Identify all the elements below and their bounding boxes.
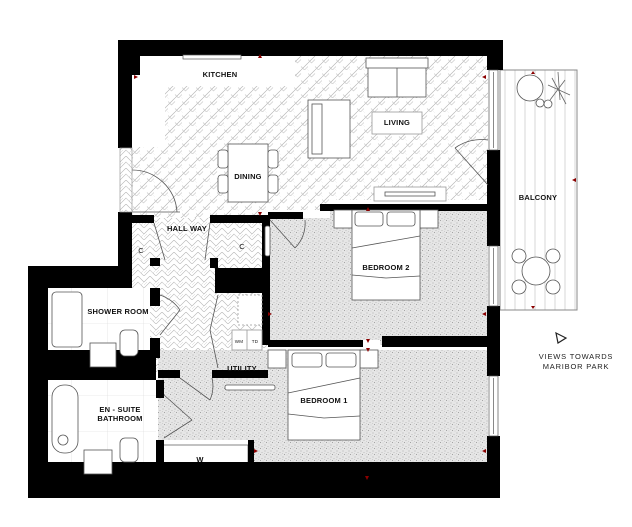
room-label-utility: UTILITY bbox=[227, 364, 257, 373]
utility-dryer-label: TD bbox=[251, 339, 259, 344]
room-label-dining: DINING bbox=[234, 172, 262, 181]
views-note-line1: VIEWS TOWARDS bbox=[538, 352, 614, 361]
room-label-ensuite: EN - SUITE BATHROOM bbox=[90, 405, 150, 423]
views-note-line2: MARIBOR PARK bbox=[542, 362, 610, 371]
windows bbox=[119, 54, 499, 437]
room-label-wardrobe: W bbox=[196, 455, 204, 464]
room-label-bedroom-2: BEDROOM 2 bbox=[362, 263, 410, 272]
view-direction-arrow-icon bbox=[555, 331, 568, 344]
doors bbox=[131, 139, 489, 439]
dimension-markers bbox=[134, 54, 576, 480]
room-label-living: LIVING bbox=[383, 118, 411, 127]
room-label-cupboard-2: C bbox=[239, 242, 245, 251]
utility-washer-label: WM bbox=[234, 339, 244, 344]
room-label-kitchen: KITCHEN bbox=[202, 70, 238, 79]
room-label-hallway: HALL WAY bbox=[167, 224, 207, 233]
room-label-cupboard-1: C bbox=[138, 246, 144, 255]
ensuite-label-line2: BATHROOM bbox=[97, 414, 143, 423]
room-label-balcony: BALCONY bbox=[518, 193, 558, 202]
furniture bbox=[51, 57, 571, 475]
ensuite-label-line1: EN - SUITE bbox=[99, 405, 141, 414]
views-note: VIEWS TOWARDS MARIBOR PARK bbox=[526, 352, 626, 372]
room-label-bedroom-1: BEDROOM 1 bbox=[300, 396, 348, 405]
room-label-shower-room: SHOWER ROOM bbox=[87, 307, 149, 316]
